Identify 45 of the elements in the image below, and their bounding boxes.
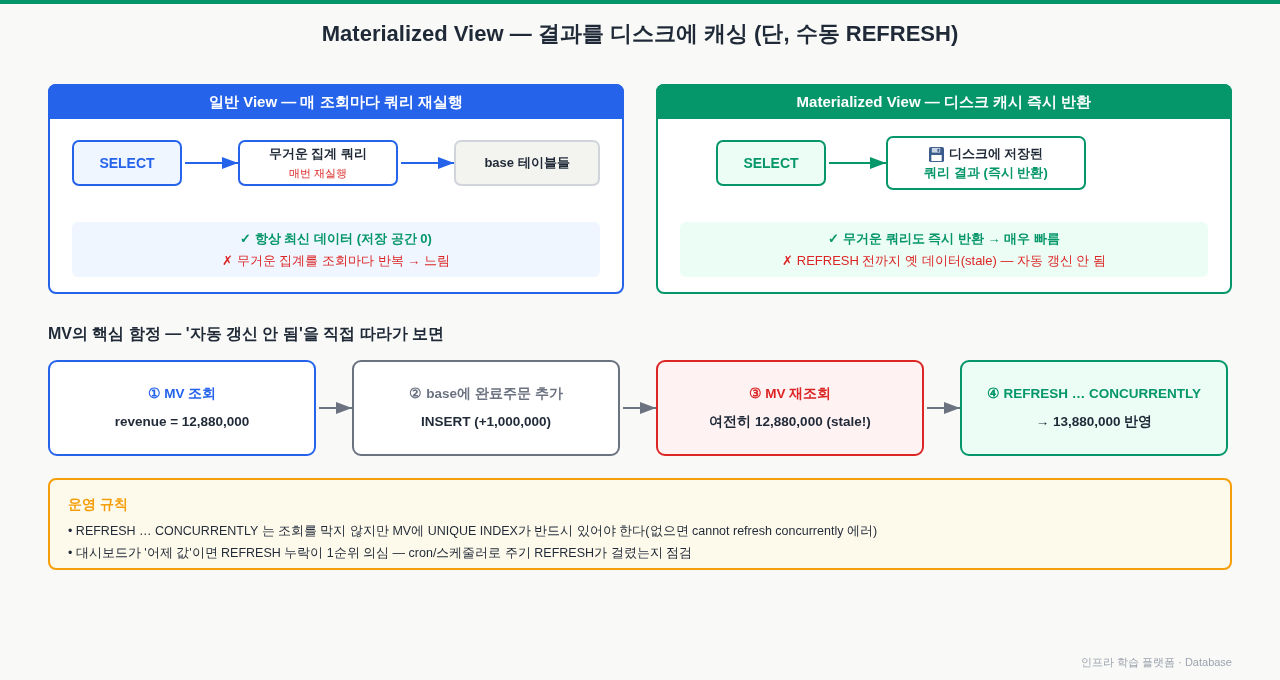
node-note: 쿼리 결과 (즉시 반환) [924, 164, 1048, 182]
step-card [48, 360, 316, 456]
node-title: SELECT [743, 154, 799, 173]
panel-header: Materialized View — 디스크 캐시 즉시 반환 [656, 84, 1232, 119]
node-title: 디스크에 저장된 [948, 145, 1044, 163]
arrow [622, 402, 657, 414]
node-title: SELECT [99, 154, 155, 173]
panel [48, 84, 624, 294]
footer-text: 인프라 학습 플랫폼 · Database [1081, 655, 1232, 670]
arrow [828, 157, 887, 169]
step-title: ① MV 조회 [147, 385, 217, 403]
arrow [184, 157, 239, 169]
pro-text: ✓ 항상 최신 데이터 (저장 공간 0) [240, 229, 432, 248]
bullet-item: • REFRESH … CONCURRENTLY 는 조회를 막지 않지만 MV에 UNIQUE INDEX가 반드시 있어야 한다(없으면 cannot refresh concurrently 에러) [68, 523, 878, 540]
panel-header: 일반 View — 매 조회마다 쿼리 재실행 [48, 84, 624, 119]
pro-text: ✓ 무거운 쿼리도 즉시 반환 → 매우 빠름 [828, 229, 1060, 248]
con-text: ✗ 무거운 집계를 조회마다 반복 → 느림 [222, 251, 450, 270]
arrow [400, 157, 455, 169]
bullet-item: • 대시보드가 '어제 값'이면 REFRESH 누락이 1순위 의심 — cron/스케줄러로 주기 REFRESH가 걸렸는지 점검 [68, 545, 692, 562]
rules-heading: 운영 규칙 [68, 495, 128, 514]
step-card [352, 360, 620, 456]
process-box [886, 136, 1086, 190]
step-value: INSERT (+1,000,000) [420, 413, 552, 431]
section-heading: MV의 핵심 함정 — '자동 갱신 안 됨'을 직접 따라가 보면 [48, 324, 445, 344]
node-title: 무거운 집계 쿼리 [268, 145, 368, 163]
arrow [318, 402, 353, 414]
process-box [72, 140, 182, 186]
process-box [454, 140, 600, 186]
step-value: revenue = 12,880,000 [114, 413, 250, 431]
node-note: 매번 재실행 [288, 166, 348, 181]
step-title: ② base에 완료주문 추가 [409, 385, 563, 403]
process-box [238, 140, 398, 186]
node-title: base 테이블들 [484, 154, 570, 172]
step-card [656, 360, 924, 456]
step-value: → 13,880,000 반영 [1035, 413, 1153, 431]
process-box [716, 140, 826, 186]
con-text: ✗ REFRESH 전까지 옛 데이터(stale) — 자동 갱신 안 됨 [782, 251, 1106, 270]
panel [656, 84, 1232, 294]
step-title: ③ MV 재조회 [748, 385, 832, 403]
step-card [960, 360, 1228, 456]
step-title: ④ REFRESH … CONCURRENTLY [986, 385, 1202, 403]
arrow [926, 402, 961, 414]
step-value: 여전히 12,880,000 (stale!) [709, 413, 871, 431]
rules-box [48, 478, 1232, 570]
page-title: Materialized View — 결과를 디스크에 캐싱 (단, 수동 REFRESH) [321, 20, 959, 48]
